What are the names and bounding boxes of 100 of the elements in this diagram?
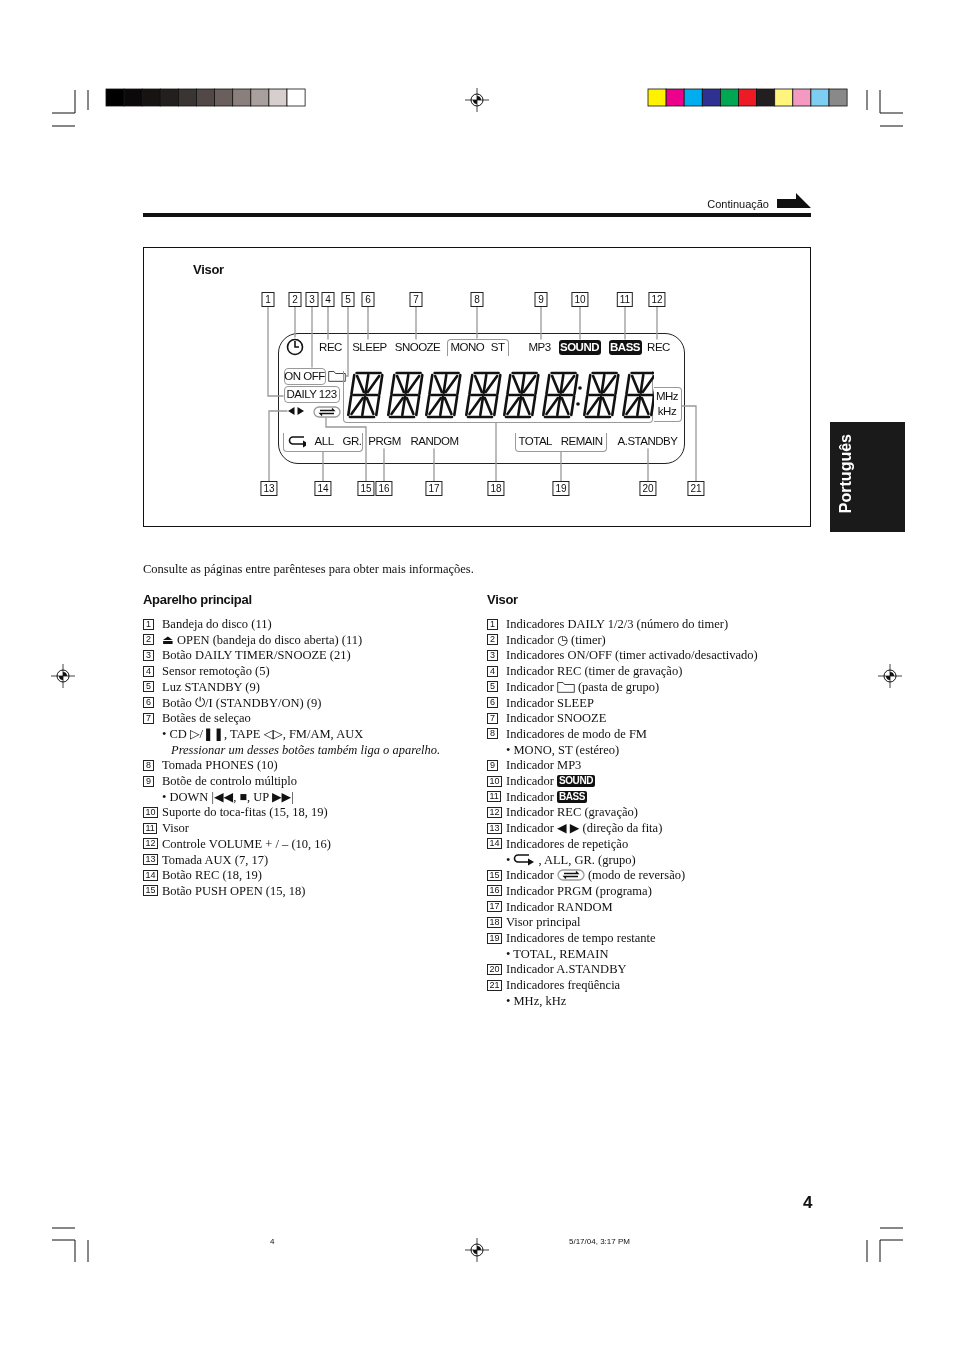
boxed-indicator: ON OFF bbox=[283, 367, 326, 385]
callout-number: 14 bbox=[487, 838, 502, 850]
callout-number: 7 bbox=[487, 712, 498, 724]
list-item-text: Indicador SLEEP bbox=[506, 694, 594, 711]
list-item-text: Indicadores de tempo restante bbox=[506, 930, 656, 946]
indicator-label: SNOOZE bbox=[394, 339, 441, 355]
callout-number: 12 bbox=[143, 838, 158, 850]
leader-line bbox=[294, 306, 296, 339]
note-text: Pressionar um desses botões também liga o aparelho. bbox=[171, 741, 441, 758]
list-item-text: Indicadores freqüência bbox=[506, 977, 621, 994]
callout-number: 5 bbox=[143, 681, 154, 693]
indicator-bracket bbox=[653, 386, 682, 422]
leader-line bbox=[560, 450, 562, 482]
list-item-text: Indicadores ON/OFF (timer activado/desactivado) bbox=[506, 647, 758, 664]
list-item-text: Botães de seleçao bbox=[162, 710, 251, 727]
callout-number: 3 bbox=[305, 292, 319, 307]
leader-line bbox=[579, 306, 581, 341]
callout-number: 8 bbox=[143, 759, 154, 771]
inverted-indicator: SOUND bbox=[558, 339, 601, 355]
list-item-text: Indicador RANDOM bbox=[506, 898, 613, 915]
callout-number: 4 bbox=[487, 665, 498, 677]
list-item-text: Indicador A.STANDBY bbox=[506, 961, 627, 978]
list-item-text: Indicador MP3 bbox=[506, 757, 582, 774]
leader-line bbox=[656, 306, 658, 341]
page-number: 4 bbox=[803, 1193, 813, 1213]
list-item-text: • DOWN |◀◀, ■, UP ▶▶| bbox=[162, 788, 294, 805]
inverted-indicator: BASS bbox=[556, 790, 588, 803]
callout-number: 13 bbox=[487, 822, 502, 834]
reverse-arrows-icon bbox=[312, 405, 341, 418]
list-item-text: Tomada AUX (7, 17) bbox=[162, 851, 269, 868]
callout-number: 9 bbox=[143, 775, 154, 787]
list-item-text: Indicador bbox=[506, 867, 554, 884]
callout-number: 19 bbox=[487, 932, 502, 944]
callout-number: 14 bbox=[314, 481, 332, 496]
folder-icon bbox=[327, 369, 346, 382]
callout-number: 15 bbox=[357, 481, 375, 496]
callout-number: 3 bbox=[143, 649, 154, 661]
indicator-label: ST bbox=[490, 341, 505, 354]
callout-number: 2 bbox=[143, 634, 154, 646]
list-item-text: Indicador ◷ (timer) bbox=[506, 631, 606, 648]
list-item-text: Visor bbox=[162, 820, 190, 837]
display-panel bbox=[278, 333, 685, 464]
indicator-label: MHz bbox=[655, 390, 679, 403]
callout-number: 21 bbox=[687, 481, 705, 496]
leader-line bbox=[680, 405, 697, 482]
callout-number: 18 bbox=[487, 916, 502, 928]
indicator-label: REC bbox=[645, 339, 672, 355]
leader-line bbox=[367, 306, 369, 341]
list-item-text: • MHz, kHz bbox=[506, 992, 567, 1009]
leader-line bbox=[383, 447, 385, 482]
callout-number: 20 bbox=[639, 481, 657, 496]
leader-line bbox=[495, 421, 497, 482]
callout-number: 2 bbox=[487, 634, 498, 646]
callout-number: 9 bbox=[487, 759, 498, 771]
indicator-label: A.STANDBY bbox=[615, 433, 680, 449]
list-item-text: Visor principal bbox=[506, 914, 581, 931]
indicator-label: PRGM bbox=[366, 433, 403, 449]
callout-number: 15 bbox=[487, 869, 502, 881]
callout-number: 7 bbox=[143, 712, 154, 724]
leader-line bbox=[344, 306, 349, 377]
list-item-text: • MONO, ST (estéreo) bbox=[506, 741, 620, 758]
callout-number: 14 bbox=[143, 869, 158, 881]
list-item-text: Botão PUSH OPEN (15, 18) bbox=[162, 882, 306, 899]
leader-line bbox=[647, 447, 649, 482]
callout-number: 1 bbox=[143, 618, 154, 630]
callout-number: 11 bbox=[616, 292, 634, 307]
leader-line bbox=[268, 410, 289, 482]
list-item-text: ⏏ OPEN (bandeja do disco aberta) (11) bbox=[162, 631, 363, 648]
callout-number: 6 bbox=[487, 697, 498, 708]
leader-line bbox=[325, 416, 367, 482]
callout-number: 10 bbox=[143, 806, 158, 818]
indicator-bracket bbox=[446, 338, 509, 356]
list-item-text: • TOTAL, REMAIN bbox=[506, 945, 609, 962]
callout-number: 17 bbox=[487, 901, 502, 913]
callout-number: 10 bbox=[571, 292, 589, 307]
intro-text: Consulte as páginas entre parênteses para obter mais informações. bbox=[143, 561, 474, 577]
callout-number: 11 bbox=[143, 822, 158, 834]
list-item-text: Suporte do toca-fitas (15, 18, 19) bbox=[162, 804, 328, 821]
leader-line bbox=[540, 306, 542, 341]
indicator-label: MP3 bbox=[526, 339, 553, 355]
callout-number: 5 bbox=[487, 681, 498, 693]
list-item-text: Indicador REC (gravação) bbox=[506, 804, 638, 821]
section-heading: Aparelho principal bbox=[143, 592, 252, 608]
list-item-text: Botão ⏻/I (STANDBY/ON) (9) bbox=[162, 694, 322, 711]
callout-number: 19 bbox=[552, 481, 570, 496]
indicator-label: TOTAL bbox=[518, 435, 552, 448]
callout-number: 6 bbox=[143, 697, 154, 708]
callout-number: 15 bbox=[143, 885, 158, 897]
callout-number: 13 bbox=[143, 854, 158, 865]
figure-title: Visor bbox=[193, 262, 224, 277]
list-item-text: Botão DAILY TIMER/SNOOZE (21) bbox=[162, 647, 351, 664]
list-item-text: Indicador REC (timer de gravação) bbox=[506, 663, 683, 680]
list-item-text: Indicadores de repetição bbox=[506, 835, 629, 852]
callout-number: 12 bbox=[487, 806, 502, 818]
inverted-indicator: SOUND bbox=[556, 775, 596, 787]
leader-line bbox=[322, 450, 324, 482]
leader-line bbox=[624, 306, 626, 341]
inverted-indicator: BASS bbox=[608, 339, 642, 355]
list-item-text: • bbox=[506, 851, 511, 868]
list-item-text: Indicador ◀ ▶ (direção da fita) bbox=[506, 820, 663, 837]
